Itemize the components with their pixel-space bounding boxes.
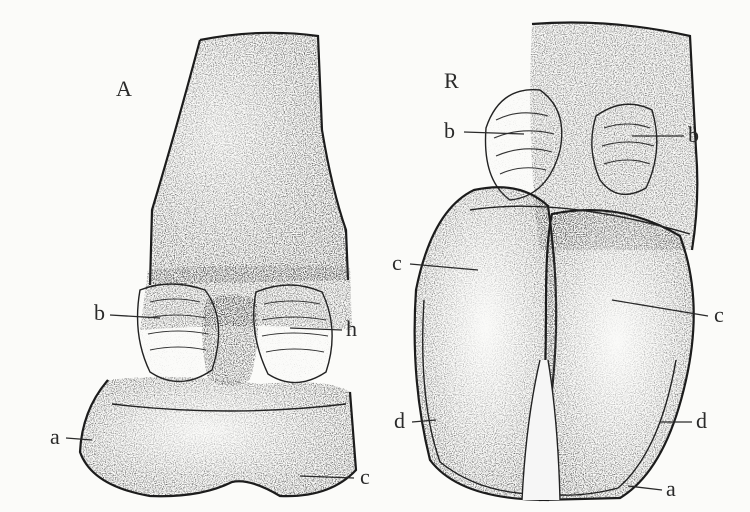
panel-a-label-c: c xyxy=(360,464,370,489)
panel-a-center-shadow xyxy=(202,295,258,386)
panel-b-right-claw xyxy=(540,210,694,500)
panel-b-label-right-b: b xyxy=(688,122,699,147)
panel-b-heading: R xyxy=(444,68,459,93)
panel-b-label-left-d: d xyxy=(394,408,405,433)
panel-a-label-right-b: h xyxy=(346,316,357,341)
panel-b-label-right-d: d xyxy=(696,408,707,433)
panel-a-hoof xyxy=(80,377,356,496)
panel-a-shank xyxy=(150,33,348,285)
panel-b-label-left-c: c xyxy=(392,250,402,275)
panel-a-right-dewclaw xyxy=(254,285,332,383)
panel-a-drawing xyxy=(80,33,356,496)
panel-b-drawing xyxy=(415,23,698,501)
panel-a-label-a: a xyxy=(50,424,60,449)
panel-b-right-dewclaw xyxy=(592,104,657,194)
panel-b-label-left-b: b xyxy=(444,118,455,143)
panel-b-label-a: a xyxy=(666,476,676,501)
panel-b-label-right-c: c xyxy=(714,302,724,327)
panel-a-label-left-b: b xyxy=(94,300,105,325)
panel-a-heading: A xyxy=(116,76,132,101)
